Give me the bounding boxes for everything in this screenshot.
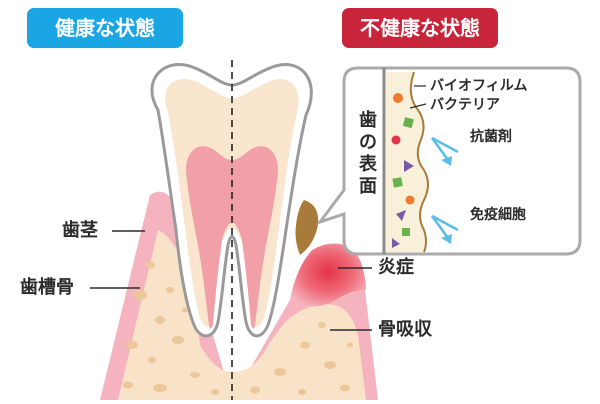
bacteria-green-square: [392, 177, 402, 187]
immune-cells-label: 免疫細胞: [470, 206, 526, 224]
bacteria-green-square: [402, 228, 410, 236]
tartar: [296, 200, 319, 255]
inflammation-label: 炎症: [378, 257, 414, 279]
bone-resorption-label: 骨吸収: [378, 319, 432, 341]
antibacterial-label: 抗菌剤: [470, 128, 512, 146]
bacteria-red-dot: [392, 136, 401, 145]
healthy-state-badge: 健康な状態: [27, 8, 183, 48]
bacteria-orange-dot: [393, 93, 403, 103]
bacteria-label: バクテリア: [430, 96, 500, 114]
gum-label: 歯茎: [62, 220, 98, 242]
biofilm-label: バイオフィルム: [430, 77, 527, 95]
bacteria-orange-dot: [406, 196, 415, 205]
unhealthy-state-badge: 不健康な状態: [342, 8, 498, 48]
alveolar-bone-label: 歯槽骨: [20, 277, 74, 299]
tooth-surface-label: 歯の表面: [357, 110, 379, 198]
